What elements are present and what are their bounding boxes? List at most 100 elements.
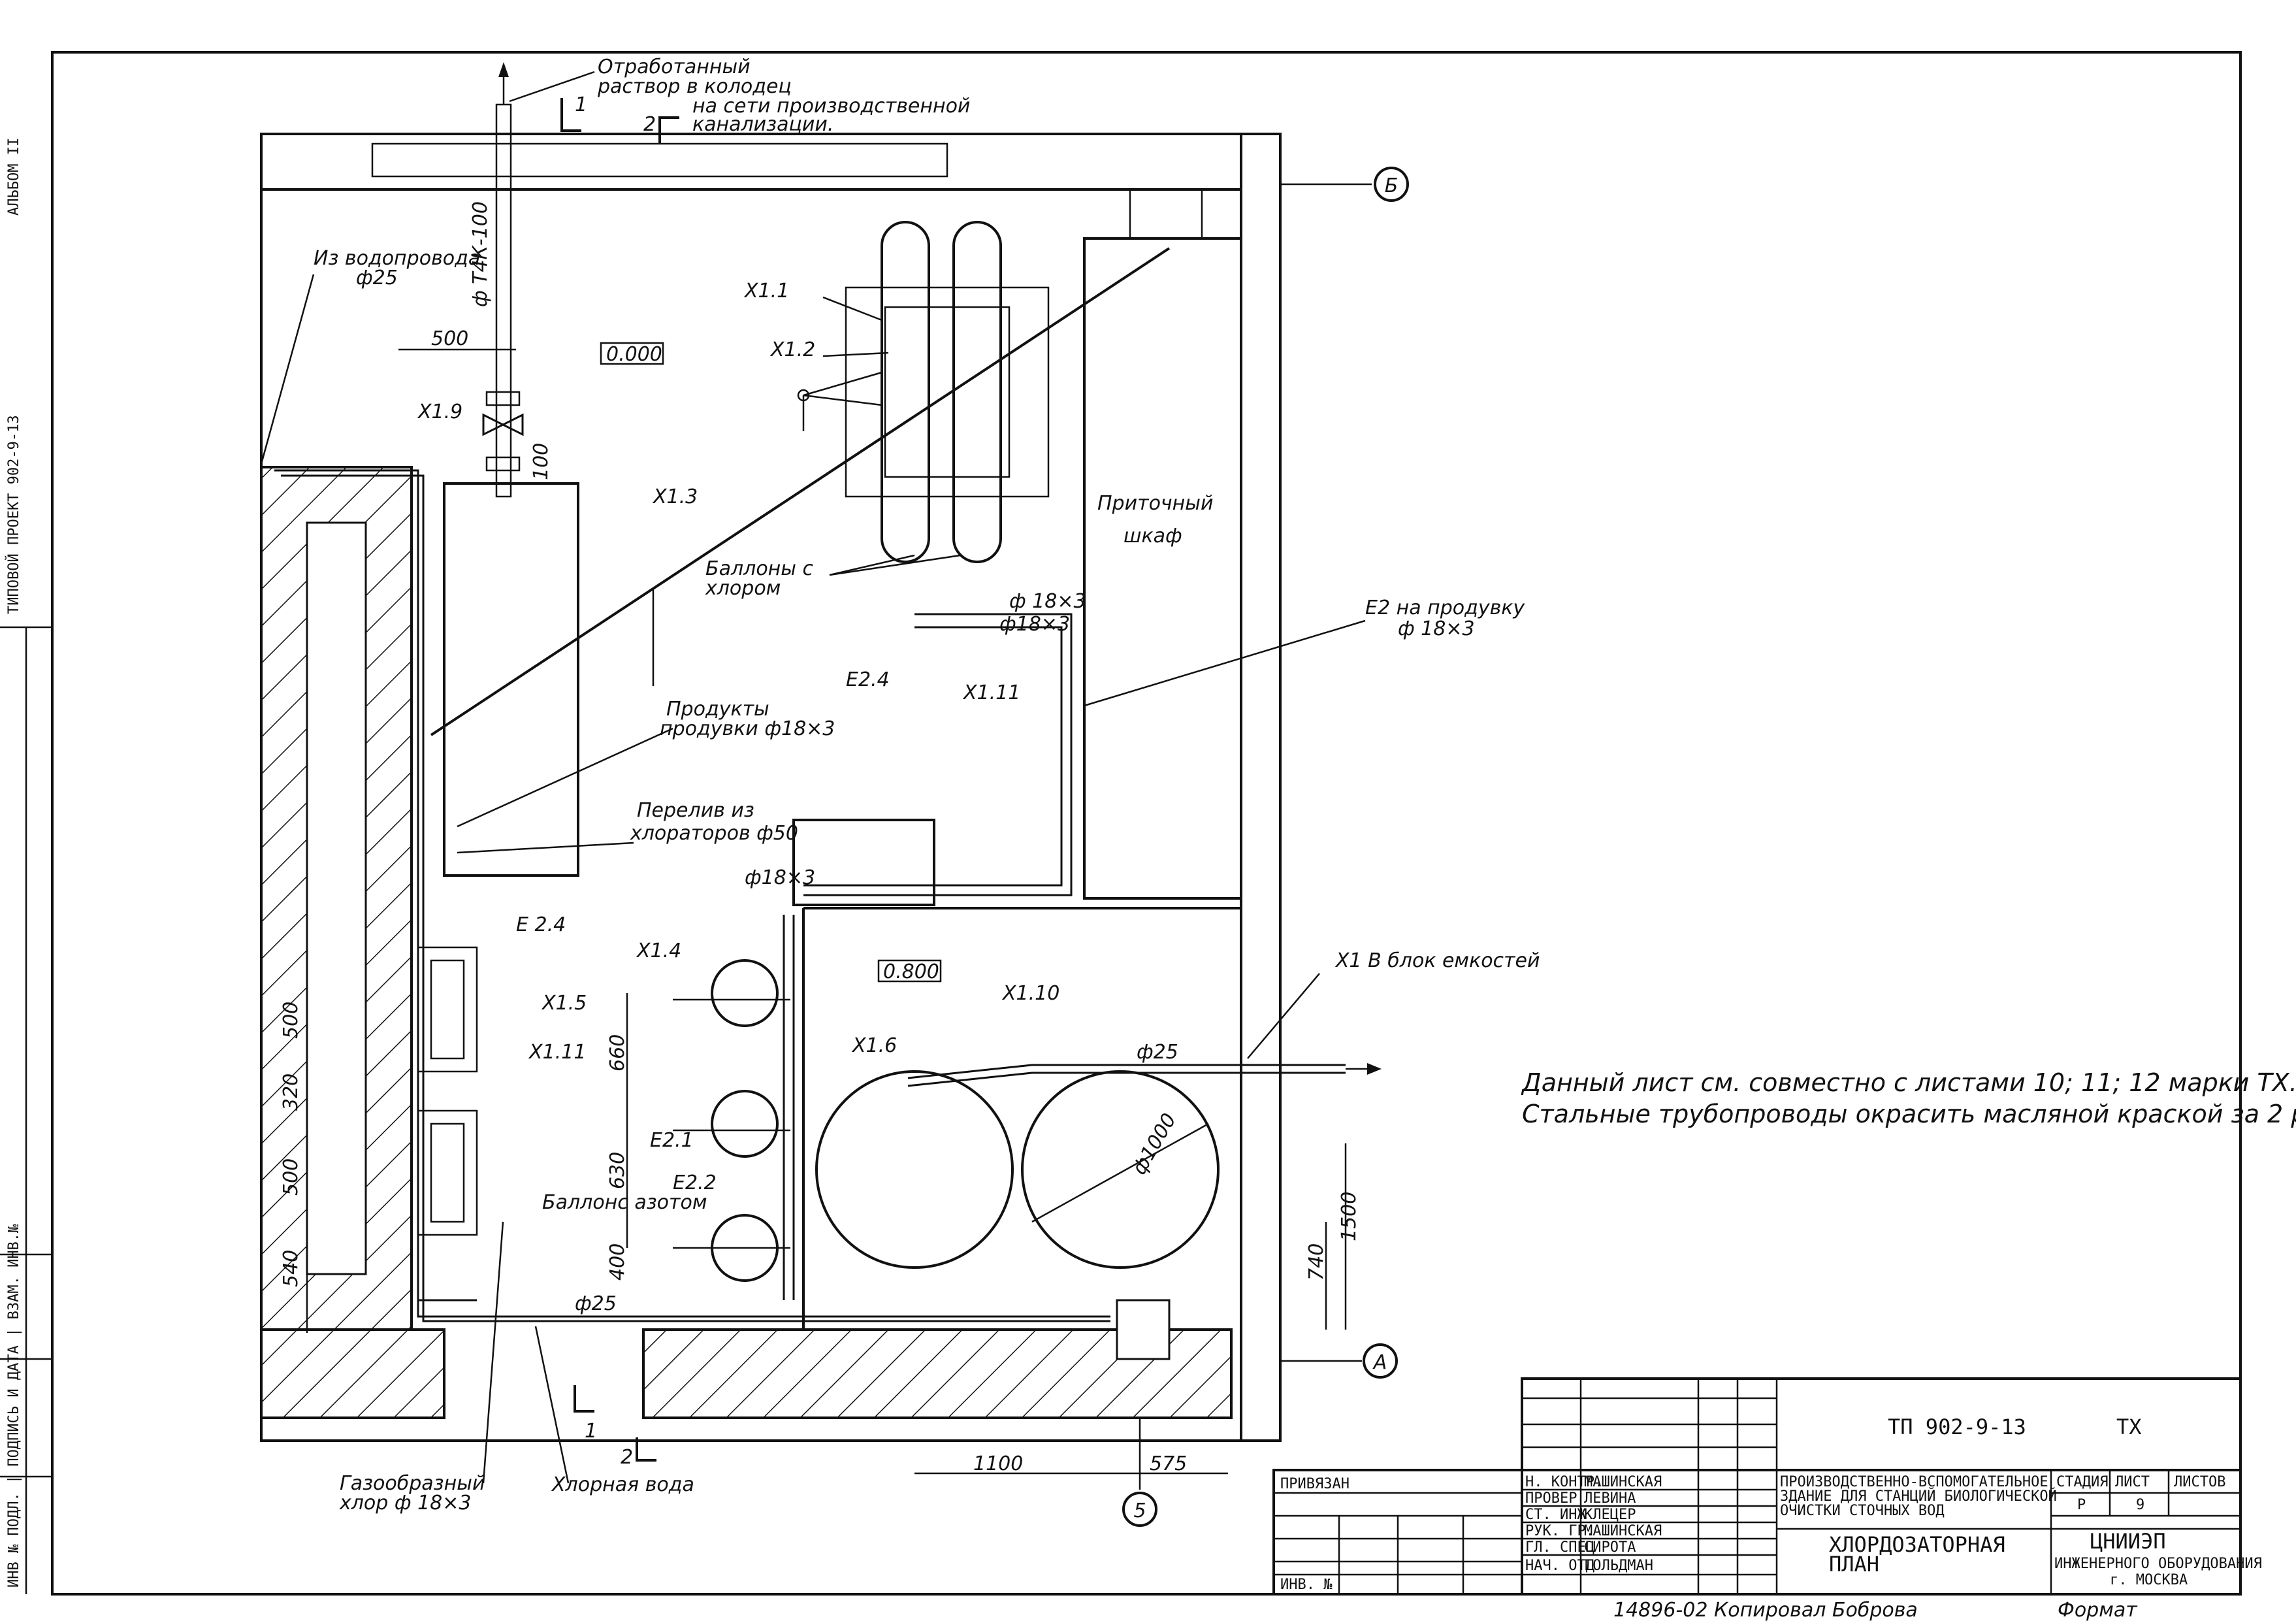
dim-mid-1: 660 (606, 1034, 629, 1072)
label-overflow: Перелив из (637, 799, 754, 822)
label-x1-6: Х1.6 (851, 1034, 897, 1057)
sheet-subtitle: ПЛАН (1829, 1552, 1879, 1577)
waste-pipe (482, 62, 524, 498)
dim-left-4: 540 (280, 1250, 302, 1287)
label-waste: Отработанный (598, 56, 751, 78)
label-x1-4: Х1.4 (636, 940, 681, 962)
section-1-bot: 1 (585, 1420, 597, 1443)
org-line-3: г. МОСКВА (2110, 1572, 2188, 1588)
label-e2-4-a: Е2.4 (846, 668, 890, 691)
dimension-lines (306, 348, 1347, 1475)
label-x1-10: Х1.10 (1001, 982, 1059, 1005)
sheets-header: ЛИСТОВ (2174, 1474, 2225, 1490)
hatched-wall-bottom-left (260, 1328, 445, 1419)
note-2: Стальные трубопроводы окрасить масляной … (1522, 1100, 2296, 1128)
label-e2-4-b: Е 2.4 (516, 913, 566, 936)
dim-1500: 1500 (1338, 1192, 1361, 1241)
axis-b-label: Б (1385, 174, 1399, 197)
label-e2-2: Е2.2 (673, 1171, 717, 1194)
dim-740: 740 (1305, 1243, 1328, 1281)
level-0: 0.000 (606, 343, 662, 366)
label-sewer: на сети производственной (692, 95, 970, 118)
label-leaders (260, 71, 1366, 1484)
name-5: СИРОТА (1584, 1539, 1636, 1556)
inv-label: ИНВ. № (1280, 1577, 1332, 1593)
building-line-1: ПРОИЗВОДСТВЕННО-ВСПОМОГАТЕЛЬНОЕ (1780, 1474, 2048, 1490)
label-x1-5: Х1.5 (541, 992, 587, 1015)
doc-code: ТП 902-9-13 (1888, 1415, 2026, 1439)
role-4: РУК. ГР. (1525, 1523, 1594, 1539)
tank-right (1021, 1070, 1220, 1269)
label-chlor-water: Хлорная вода (551, 1473, 694, 1496)
label-supply-cab: Приточный (1097, 492, 1213, 515)
label-d25-b: ф25 (575, 1292, 617, 1315)
label-water-supply-d: ф25 (356, 267, 398, 289)
name-6: ГОЛЬДМАН (1584, 1558, 1653, 1574)
label-x1-9: Х1.9 (417, 401, 462, 423)
stage-header: СТАДИЯ (2056, 1474, 2108, 1490)
label-water-supply: Из водопровода (314, 247, 480, 270)
album-label: АЛЬБОМ II (6, 138, 22, 216)
axis-marker-a: А (1280, 1343, 1398, 1379)
label-products: Продукты (666, 698, 769, 721)
copy-note: 14896-02 Копировал Боброва (1613, 1599, 1918, 1621)
wall-chlorinators (417, 946, 478, 1302)
stage-value: Р (2077, 1497, 2086, 1513)
purge-pipe (803, 613, 1073, 896)
role-5: ГЛ. СПЕЦ (1525, 1539, 1594, 1556)
side-stamp: АЛЬБОМ II ТИПОВОЙ ПРОЕКТ 902-9-13 ИНВ № … (0, 138, 52, 1594)
water-supply-pipe (274, 469, 1110, 1318)
dosing-tank (792, 819, 935, 906)
role-1: Н. КОНТР. (1525, 1474, 1603, 1490)
nitrogen-cylinders (673, 915, 795, 1300)
dim-1100: 1100 (973, 1452, 1023, 1475)
sheet-header: ЛИСТ (2115, 1474, 2150, 1490)
role-6: НАЧ. ОТД (1525, 1558, 1594, 1574)
dim-575: 575 (1150, 1452, 1187, 1475)
label-e2-1: Е2.1 (650, 1129, 694, 1152)
label-purge-d: ф 18×3 (1398, 617, 1475, 640)
org-line-2: ИНЖЕНЕРНОГО ОБОРУДОВАНИЯ (2054, 1556, 2262, 1572)
leader-x1-3 (430, 247, 1171, 736)
section-2-bot: 2 (621, 1446, 633, 1469)
note-1: Данный лист см. совместно с листами 10; … (1521, 1068, 2296, 1097)
building-line-3: ОЧИСТКИ СТОЧНЫХ ВОД (1780, 1503, 1945, 1519)
chlorinator-box (443, 482, 579, 877)
name-2: ЛЕВИНА (1584, 1490, 1636, 1507)
name-4: МАШИНСКАЯ (1584, 1523, 1662, 1539)
drawing-labels: Отработанный раствор в колодец на сети п… (280, 56, 1540, 1515)
axis-5-label: 5 (1133, 1499, 1146, 1522)
sheet-title: ХЛОРДОЗАТОРНАЯ (1829, 1532, 2005, 1557)
name-3: КЛЕЦЕР (1584, 1507, 1636, 1523)
section-markers (560, 98, 679, 1462)
label-to-tanks: Х1 В блок емкостей (1334, 949, 1540, 972)
label-supply-cab-2: шкаф (1124, 525, 1182, 548)
label-gas-chlor-2: хлор ф 18×3 (339, 1492, 471, 1515)
section-1-top: 1 (575, 93, 587, 116)
label-nitrogen: Баллонс азотом (542, 1191, 707, 1214)
linked-label: ПРИВЯЗАН (1280, 1476, 1350, 1492)
dim-left-3: 500 (280, 1158, 302, 1196)
title-block: ТП 902-9-13 ТХ ПРИВЯЗАН ИНВ. № Н. КОНТР.… (1272, 1377, 2262, 1621)
label-sewer-2: канализации. (692, 113, 833, 136)
label-d18-c: ф18×3 (745, 866, 815, 889)
label-products-2: продувки ф18×3 (660, 717, 835, 740)
label-cylinders: Баллоны с (705, 557, 814, 580)
label-x1-2: Х1.2 (769, 338, 815, 361)
label-x1-3: Х1.3 (652, 485, 698, 508)
label-d25-a: ф25 (1137, 1041, 1178, 1064)
building-line-2: ЗДАНИЕ ДЛЯ СТАНЦИЙ БИОЛОГИЧЕСКОЙ (1780, 1488, 2057, 1505)
role-3: СТ. ИНЖ (1525, 1507, 1586, 1523)
label-overflow-2: хлораторов ф50 (630, 822, 798, 845)
chlorine-cylinders (797, 221, 1050, 563)
doc-mark: ТХ (2116, 1415, 2142, 1439)
org-name: ЦНИИЭП (2090, 1529, 2166, 1554)
label-x1-1: Х1.1 (743, 280, 789, 303)
label-x1-11-a: Х1.11 (962, 681, 1020, 704)
name-1: МАШИНСКАЯ (1584, 1474, 1662, 1490)
label-gas-chlor: Газообразный (340, 1472, 485, 1495)
label-t4k: ф Т4К-100 (469, 201, 492, 307)
stamp-columns: ИНВ № ПОДЛ. | ПОДПИСЬ И ДАТА | ВЗАМ. ИНВ… (6, 1224, 22, 1588)
sheet-frame (51, 51, 2242, 1596)
